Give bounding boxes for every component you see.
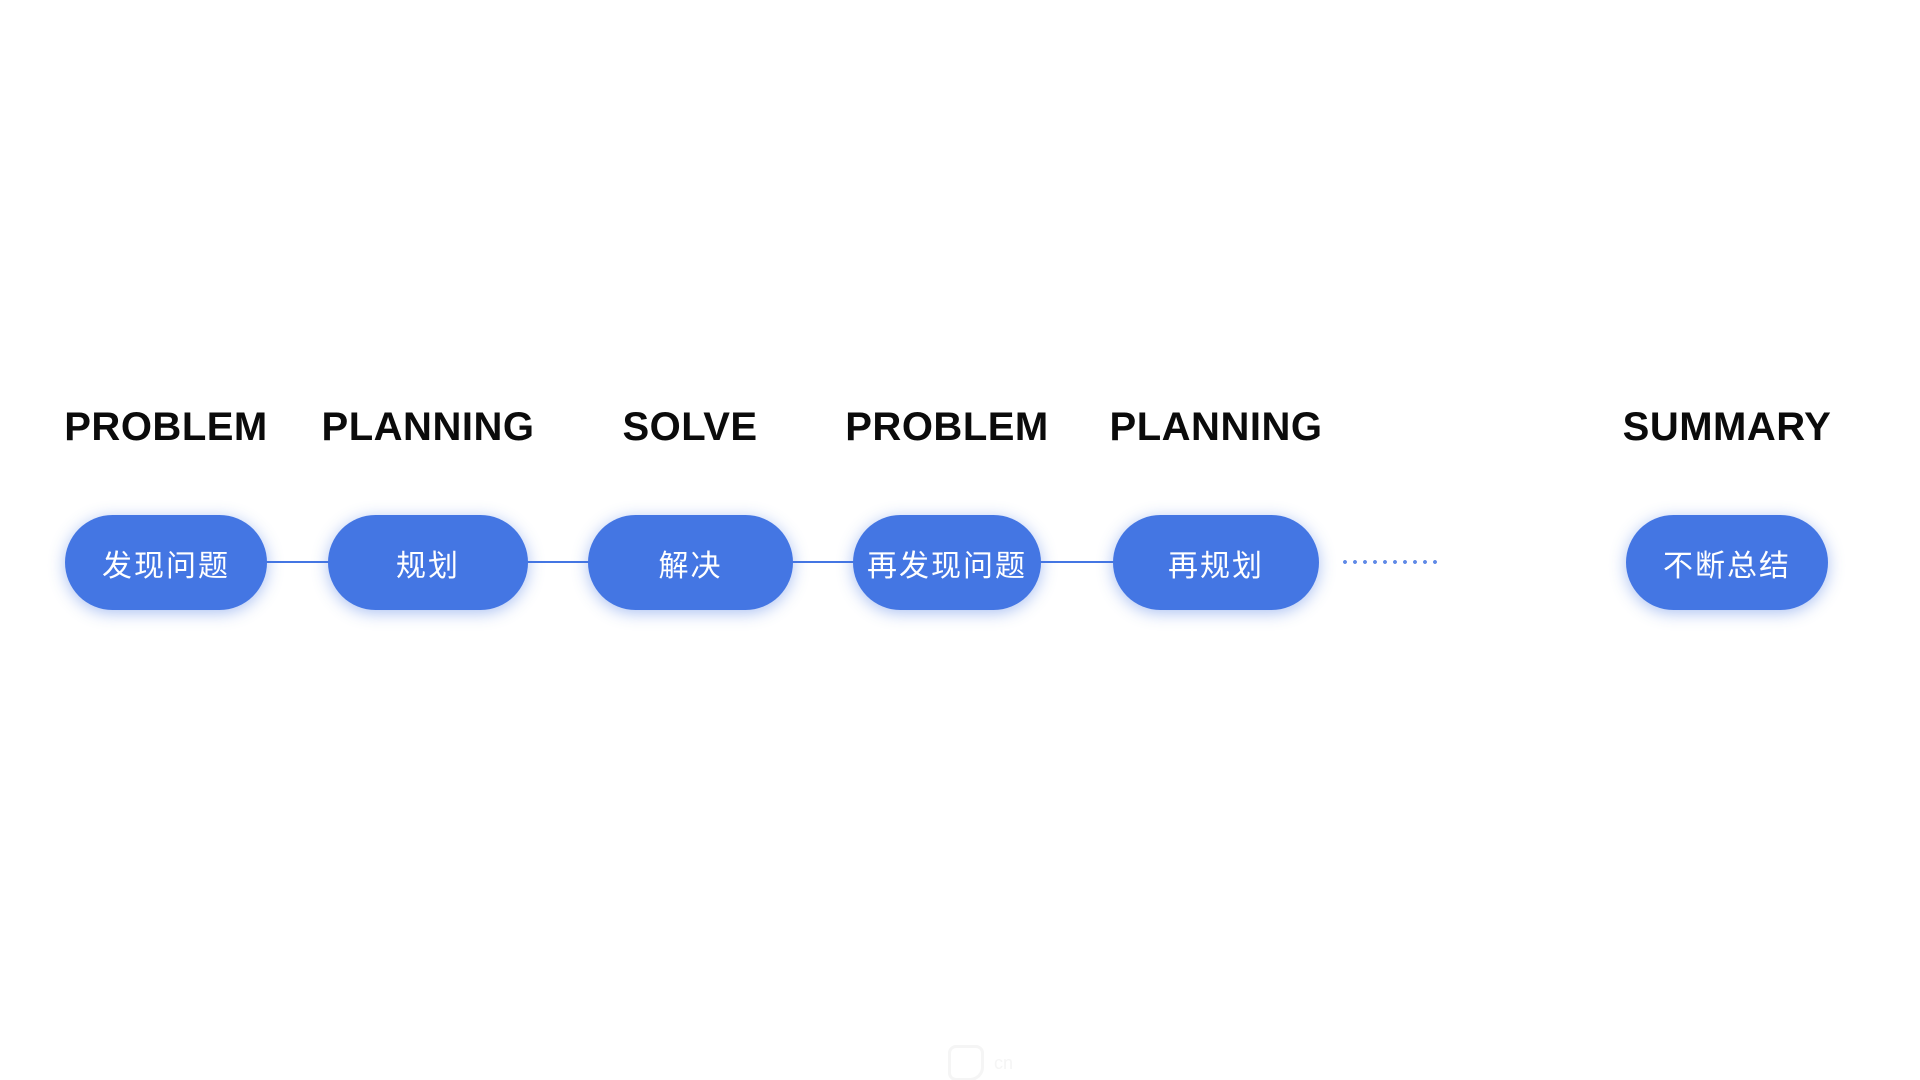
stage-header-problem-2: PROBLEM bbox=[845, 405, 1049, 449]
node-plan[interactable]: 规划 bbox=[328, 515, 528, 610]
node-continuous-summary[interactable]: 不断总结 bbox=[1626, 515, 1828, 610]
node-label: 发现问题 bbox=[102, 549, 230, 583]
connector-solid-3 bbox=[791, 561, 855, 563]
watermark-logo-icon bbox=[948, 1045, 984, 1080]
stage-header-solve: SOLVE bbox=[622, 405, 758, 449]
node-rediscover-problem[interactable]: 再发现问题 bbox=[853, 515, 1041, 610]
node-label: 不断总结 bbox=[1663, 549, 1791, 583]
watermark-text: cn bbox=[994, 1052, 1014, 1073]
stage-header-planning-2: PLANNING bbox=[1109, 405, 1323, 449]
node-solve[interactable]: 解决 bbox=[588, 515, 793, 610]
watermark: cn bbox=[948, 1045, 1058, 1080]
connector-solid-1 bbox=[265, 561, 330, 563]
node-replan[interactable]: 再规划 bbox=[1113, 515, 1319, 610]
connector-solid-4 bbox=[1039, 561, 1115, 563]
connector-solid-2 bbox=[526, 561, 590, 563]
stage-header-problem: PROBLEM bbox=[64, 405, 268, 449]
node-label: 再规划 bbox=[1168, 549, 1264, 583]
node-label: 解决 bbox=[658, 549, 723, 583]
node-label: 规划 bbox=[396, 549, 460, 583]
connector-dotted-ellipsis bbox=[1340, 559, 1437, 565]
stage-header-summary: SUMMARY bbox=[1622, 405, 1832, 449]
stage-header-planning: PLANNING bbox=[321, 405, 535, 449]
node-discover-problem[interactable]: 发现问题 bbox=[65, 515, 267, 610]
node-label: 再发现问题 bbox=[867, 549, 1027, 583]
